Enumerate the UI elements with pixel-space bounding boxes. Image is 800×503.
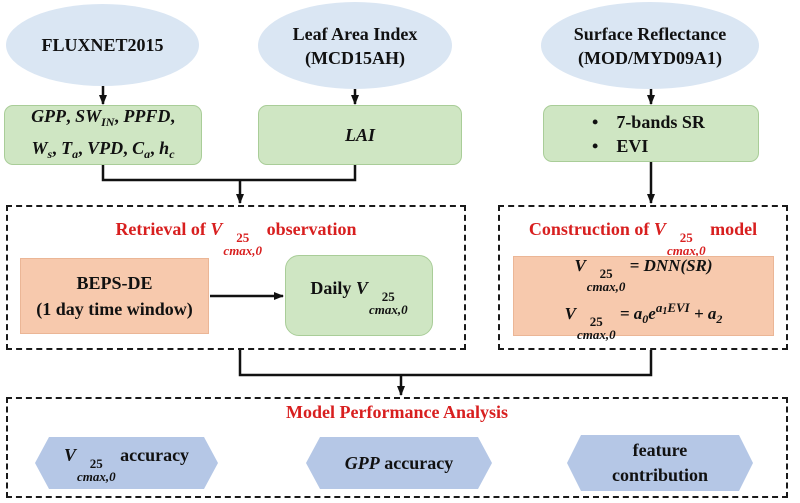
flux-variables-box: GPP, SWIN, PPFD, Ws, Ta, VPD, Ca, hc [4, 105, 202, 165]
sr-item-evi: •EVI [592, 135, 649, 156]
source-sr-label-2: (MOD/MYD09A1) [578, 47, 722, 68]
sr-item-7-bands: •7-bands SR [592, 111, 705, 132]
hexagon-shape [35, 437, 218, 489]
source-surface-reflectance: Surface Reflectance (MOD/MYD09A1) [541, 2, 759, 89]
beps-de-label-2: (1 day time window) [36, 299, 193, 319]
hexagon-shape [306, 437, 492, 489]
source-lai-label-1: Leaf Area Index [292, 23, 418, 44]
analysis-title: Model Performance Analysis [286, 402, 508, 422]
hexagon-shape [567, 435, 753, 491]
hex-gpp-accuracy-label: GPP accuracy [344, 452, 454, 473]
construction-section [498, 205, 788, 350]
lai-variable-label: LAI [344, 124, 375, 145]
flux-variables-line-2: Ws, Ta, VPD, Ca, hc [31, 138, 175, 161]
source-fluxnet2015: FLUXNET2015 [6, 4, 199, 86]
beps-de-box: BEPS-DE (1 day time window) [20, 258, 209, 334]
arrow-merge-inputs [101, 165, 357, 182]
source-leaf-area-index: Leaf Area Index (MCD15AH) [258, 2, 452, 89]
arrow-merge-models [238, 350, 653, 377]
retrieval-section [6, 205, 466, 350]
lai-variable-box: LAI [258, 105, 462, 165]
analysis-section [6, 397, 788, 498]
beps-de-label-1: BEPS-DE [76, 273, 153, 293]
sr-variables-box: •7-bands SR •EVI [543, 105, 759, 162]
source-sr-label-1: Surface Reflectance [573, 23, 727, 44]
hex-gpp-accuracy: GPP accuracy [306, 437, 492, 489]
source-lai-label-2: (MCD15AH) [305, 47, 405, 68]
flux-variables-line-1: GPP, SWIN, PPFD, [31, 106, 175, 129]
source-fluxnet2015-label: FLUXNET2015 [41, 35, 164, 55]
